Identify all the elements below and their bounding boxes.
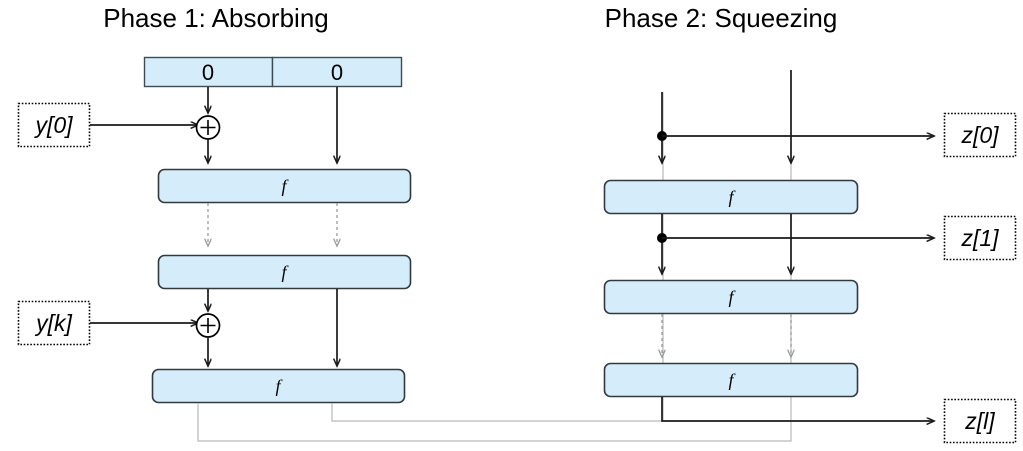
- permutation-f-1-label: f: [281, 176, 289, 196]
- initial-state-bar: 0 0: [143, 56, 403, 88]
- permutation-f-2-box: [157, 254, 412, 290]
- output-z1[interactable]: z[1]: [943, 215, 1017, 261]
- xor-operator-0: [195, 115, 221, 140]
- input-y0-box[interactable]: [17, 102, 91, 148]
- phase2-title: Phase 2: Squeezing: [605, 3, 838, 33]
- permutation-f-6-label: f: [728, 370, 736, 390]
- permutation-f-4: f: [603, 179, 859, 215]
- output-zl[interactable]: z[l]: [943, 398, 1017, 444]
- permutation-f-3-box: [151, 368, 406, 404]
- output-z1-box[interactable]: [943, 215, 1017, 261]
- output-z1-label: z[1]: [960, 225, 999, 251]
- output-z0-label: z[0]: [960, 122, 999, 148]
- permutation-f-6: f: [603, 362, 859, 398]
- permutation-f-5-label: f: [728, 287, 736, 307]
- xor-operator-0-glyph: [200, 120, 216, 135]
- state-cell-rate-label: 0: [202, 60, 214, 85]
- input-y0-label: y[0]: [33, 112, 73, 138]
- output-zl-box[interactable]: [943, 398, 1017, 444]
- state-cell-capacity-label: 0: [331, 60, 343, 85]
- input-yk[interactable]: y[k]: [17, 300, 91, 346]
- permutation-f-2: f: [157, 254, 412, 290]
- input-y0[interactable]: y[0]: [17, 102, 91, 148]
- wire-feedback-rate: [331, 92, 664, 422]
- output-zl-label: z[l]: [964, 408, 995, 434]
- permutation-f-2-label: f: [281, 262, 289, 282]
- permutation-f-6-box: [603, 362, 859, 398]
- state-cell-capacity: [271, 56, 403, 88]
- output-z0-box[interactable]: [943, 112, 1017, 158]
- phase1-title: Phase 1: Absorbing: [103, 3, 329, 33]
- permutation-f-5-box: [603, 279, 859, 315]
- xor-operator-k: [195, 313, 221, 338]
- permutation-f-4-box: [603, 179, 859, 215]
- permutation-f-5: f: [603, 279, 859, 315]
- wire-f6-to-zl: [661, 397, 934, 421]
- permutation-f-4-label: f: [728, 187, 736, 207]
- permutation-f-3-label: f: [275, 376, 283, 396]
- permutation-f-1: f: [157, 168, 412, 204]
- input-yk-box[interactable]: [17, 300, 91, 346]
- input-yk-label: y[k]: [34, 310, 72, 336]
- permutation-f-3: f: [151, 368, 406, 404]
- permutation-f-1-box: [157, 168, 412, 204]
- output-z0[interactable]: z[0]: [943, 112, 1017, 158]
- xor-operator-k-glyph: [200, 318, 216, 333]
- state-cell-rate: [143, 56, 274, 88]
